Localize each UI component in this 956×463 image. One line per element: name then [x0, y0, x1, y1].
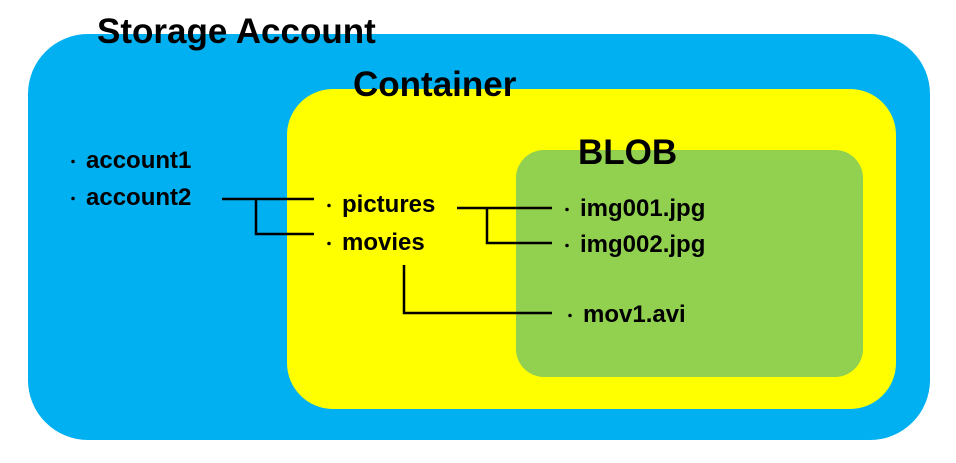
bullet-icon: ・: [66, 153, 80, 170]
blob-item: ・ mov1.avi: [563, 303, 686, 327]
bullet-icon: ・: [322, 235, 336, 252]
bullet-icon: ・: [563, 307, 577, 324]
bullet-icon: ・: [322, 197, 336, 214]
container-label: movies: [342, 229, 425, 256]
bullet-icon: ・: [66, 190, 80, 207]
account-item: ・ account1: [66, 149, 191, 173]
connector-account2-movies: [254, 199, 314, 236]
blob-label: img002.jpg: [580, 231, 706, 258]
account-item: ・ account2: [66, 186, 191, 210]
blob-label: mov1.avi: [583, 301, 686, 328]
connector-movies-mov1: [402, 265, 552, 315]
container-item: ・ movies: [322, 231, 425, 255]
container-item: ・ pictures: [322, 193, 435, 217]
blob-item: ・ img002.jpg: [560, 233, 705, 257]
account-label: account1: [86, 147, 192, 174]
bullet-icon: ・: [560, 201, 574, 218]
bullet-icon: ・: [560, 237, 574, 254]
blob-item: ・ img001.jpg: [560, 197, 705, 221]
blob-title: BLOB: [578, 133, 678, 172]
container-title: Container: [353, 65, 517, 104]
account-label: account2: [86, 184, 192, 211]
storage-account-title: Storage Account: [97, 12, 376, 51]
blob-region: [516, 150, 863, 377]
connector-pictures-img002: [485, 208, 552, 245]
blob-label: img001.jpg: [580, 195, 706, 222]
container-label: pictures: [342, 191, 436, 218]
